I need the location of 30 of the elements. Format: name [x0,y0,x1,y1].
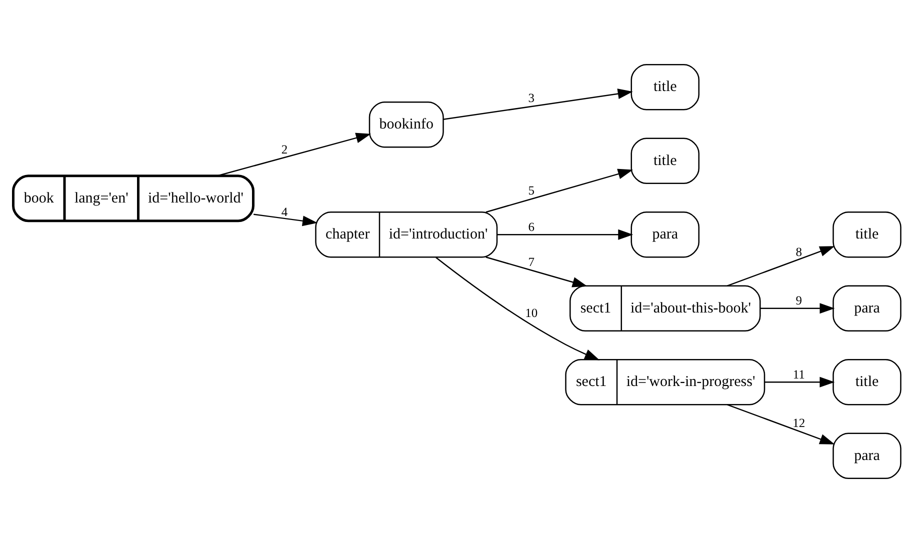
edge-label: 3 [528,90,534,105]
node-box: title [630,64,700,110]
arrow [436,256,600,360]
arrow [217,132,371,176]
edge-label: 4 [281,204,288,218]
edge-label: 2 [281,142,288,156]
edge-label: 11 [792,366,805,381]
edge-label: 6 [528,219,534,234]
node-box: bookinfo [368,101,444,148]
edge-label: 9 [796,293,802,308]
arrow [443,88,633,120]
arrow [764,376,835,387]
arrow [760,302,835,314]
node-box: title [832,211,902,258]
node-box: title [832,358,902,405]
node-box: para [832,284,902,331]
arrow [486,168,633,212]
edge-label: 10 [525,306,538,320]
arrow [497,228,634,240]
edge-label: 8 [796,244,802,258]
node-box: title [630,137,700,184]
node-box: para [832,432,902,478]
arrow [254,213,318,226]
edge-label: 7 [528,254,534,268]
edge-label: 5 [528,183,534,198]
edge-label: 12 [792,416,806,430]
arrow [727,246,835,286]
arrow [727,404,835,444]
arrow [486,256,588,287]
node-box: para [630,211,700,258]
